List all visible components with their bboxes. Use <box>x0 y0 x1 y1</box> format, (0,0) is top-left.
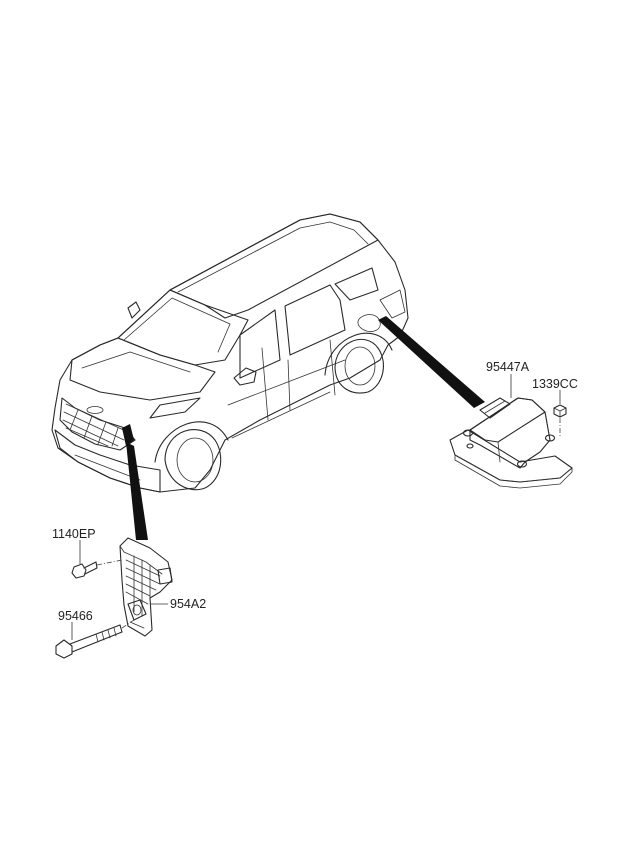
front-sensor-bracket-part <box>119 537 173 637</box>
label-95447A: 95447A <box>486 360 530 374</box>
pointer-band-rear <box>378 316 485 408</box>
label-1140EP: 1140EP <box>52 527 96 541</box>
pointer-band-front <box>126 442 148 540</box>
bolt-long-part <box>55 619 135 659</box>
nut-part <box>553 404 567 436</box>
label-1339CC: 1339CC <box>532 377 578 391</box>
airbag-control-unit-part <box>449 397 573 489</box>
bolt-small-part <box>71 559 123 579</box>
label-95466: 95466 <box>58 609 93 623</box>
vehicle-illustration <box>51 213 409 493</box>
label-954A2: 954A2 <box>170 597 206 611</box>
